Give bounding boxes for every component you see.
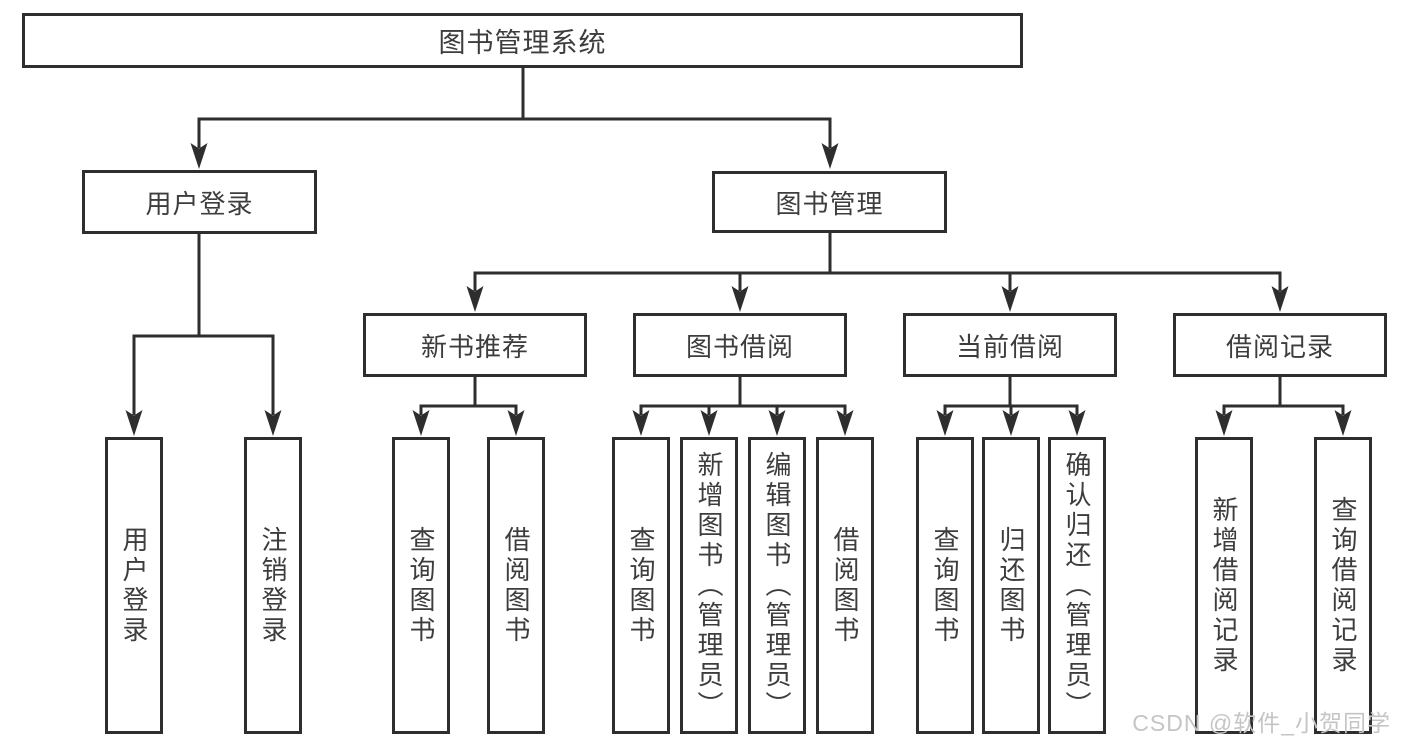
csdn-watermark: CSDN @软件_小贺同学 (1132, 710, 1391, 736)
leaf-label: 借阅图书 (501, 525, 531, 646)
node-library-management-system: 图书管理系统 (22, 13, 1023, 68)
arrow-down-icon (125, 410, 143, 436)
node-new-book-recommend: 新书推荐 (363, 313, 587, 377)
leaf-label: 编辑图书（管理员） (762, 450, 792, 721)
leaf-query-borrow-record: 查询借阅记录 (1314, 437, 1372, 734)
leaf-return-book: 归还图书 (982, 437, 1040, 734)
node-label: 用户登录 (145, 188, 254, 219)
leaf-label: 查询图书 (406, 525, 436, 646)
connector-login-to-leaves (132, 234, 275, 415)
leaf-user-login: 用户登录 (105, 437, 163, 734)
leaf-label: 查询图书 (626, 525, 656, 646)
leaf-query-book: 查询图书 (392, 437, 450, 734)
arrow-down-icon (936, 410, 954, 436)
arrow-down-icon (1215, 410, 1233, 436)
connector-record-to-leaves (1222, 377, 1345, 415)
leaf-label: 新增借阅记录 (1209, 495, 1239, 676)
leaf-query-book: 查询图书 (916, 437, 974, 734)
arrow-down-icon (700, 410, 718, 436)
leaf-label: 查询图书 (930, 525, 960, 646)
connector-current-to-leaves (943, 377, 1079, 415)
arrow-down-icon (836, 410, 854, 436)
node-label: 图书管理 (775, 188, 884, 219)
arrow-down-icon (466, 286, 484, 312)
arrow-down-icon (768, 410, 786, 436)
arrow-down-icon (1334, 410, 1352, 436)
arrow-down-icon (632, 410, 650, 436)
leaf-add-book-admin: 新增图书（管理员） (680, 437, 738, 734)
node-book-management: 图书管理 (712, 171, 947, 233)
node-label: 当前借阅 (955, 331, 1064, 362)
connector-borrow-to-leaves (639, 377, 847, 415)
leaf-label: 归还图书 (996, 525, 1026, 646)
arrow-down-icon (190, 143, 208, 169)
leaf-query-book: 查询图书 (612, 437, 670, 734)
connector-root-to-level2 (197, 68, 832, 148)
leaf-borrow-book: 借阅图书 (816, 437, 874, 734)
arrow-down-icon (264, 410, 282, 436)
leaf-confirm-return-admin: 确认归还（管理员） (1048, 437, 1106, 734)
arrow-down-icon (821, 143, 839, 169)
arrow-down-icon (1271, 286, 1289, 312)
leaf-label: 借阅图书 (830, 525, 860, 646)
leaf-label: 查询借阅记录 (1328, 495, 1358, 676)
arrow-down-icon (1068, 410, 1086, 436)
arrow-down-icon (507, 410, 525, 436)
node-current-borrow: 当前借阅 (903, 313, 1117, 377)
leaf-borrow-book: 借阅图书 (487, 437, 545, 734)
arrow-down-icon (1001, 286, 1019, 312)
leaf-add-borrow-record: 新增借阅记录 (1195, 437, 1253, 734)
connector-bookmgmt-to-level3 (473, 233, 1282, 291)
leaf-label: 用户登录 (119, 525, 149, 646)
node-label: 图书借阅 (685, 331, 794, 362)
arrow-down-icon (731, 286, 749, 312)
arrow-down-icon (412, 410, 430, 436)
node-label: 图书管理系统 (438, 28, 607, 58)
arrowheads (125, 143, 1352, 436)
leaf-label: 新增图书（管理员） (694, 450, 724, 721)
leaf-logout: 注销登录 (244, 437, 302, 734)
node-label: 新书推荐 (420, 331, 529, 362)
node-book-borrow: 图书借阅 (633, 313, 847, 377)
node-label: 借阅记录 (1225, 331, 1334, 362)
leaf-label: 注销登录 (258, 525, 288, 646)
leaf-edit-book-admin: 编辑图书（管理员） (748, 437, 806, 734)
node-borrow-record: 借阅记录 (1173, 313, 1387, 377)
connector-newbook-to-leaves (419, 377, 518, 415)
leaf-label: 确认归还（管理员） (1062, 450, 1092, 721)
node-user-login: 用户登录 (82, 170, 317, 234)
arrow-down-icon (1002, 410, 1020, 436)
